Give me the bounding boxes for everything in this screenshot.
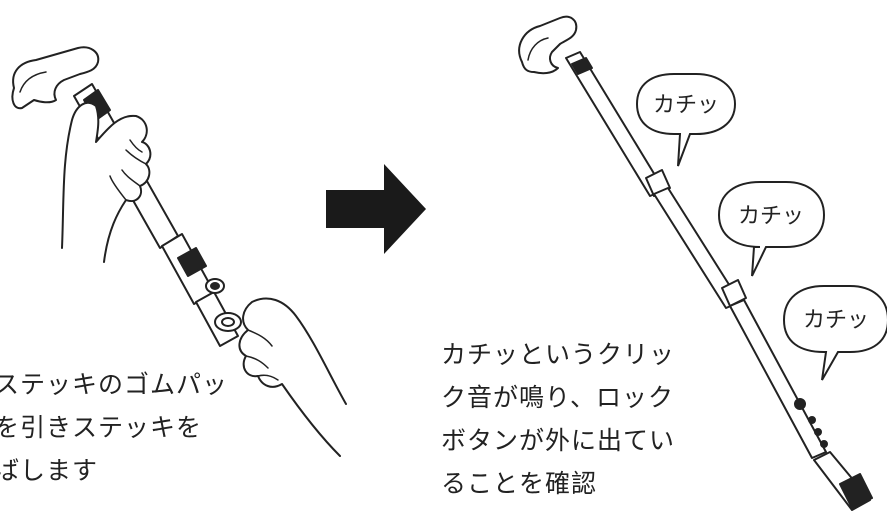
left-illustration xyxy=(11,46,347,457)
right-cane-segment-3 xyxy=(729,299,827,459)
click-bubble-3-text: カチッ xyxy=(803,308,869,333)
left-cane-handle xyxy=(11,46,100,110)
left-upper-hand xyxy=(61,101,152,263)
left-caption: ステッキのゴムパッ を引きステッキを ばします xyxy=(0,363,228,492)
right-caption-line: カチッというクリッ xyxy=(441,340,676,369)
click-bubble-3: カチッ xyxy=(782,285,887,381)
click-bubble-2-text: カチッ xyxy=(738,204,804,229)
right-caption: カチッというクリッ ク音が鳴り、ロック ボタンが外に出てい ることを確認 xyxy=(441,333,675,505)
left-lower-hand xyxy=(238,297,347,457)
left-cane-rubber-tip xyxy=(214,312,242,332)
right-cane-handle xyxy=(518,15,578,75)
left-caption-line: を引きステッキを xyxy=(0,413,203,442)
click-bubble-1: カチッ xyxy=(635,73,737,167)
right-caption-line: ボタンが外に出てい xyxy=(441,426,676,455)
left-caption-line: ばします xyxy=(0,456,99,485)
right-arrow-icon xyxy=(326,164,426,254)
right-caption-line: ク音が鳴り、ロック xyxy=(441,383,675,412)
left-caption-line: ステッキのゴムパッ xyxy=(0,370,229,399)
right-illustration xyxy=(518,15,873,511)
click-bubble-1-text: カチッ xyxy=(653,93,719,118)
click-bubble-2: カチッ xyxy=(717,181,826,277)
right-caption-line: ることを確認 xyxy=(441,469,598,498)
